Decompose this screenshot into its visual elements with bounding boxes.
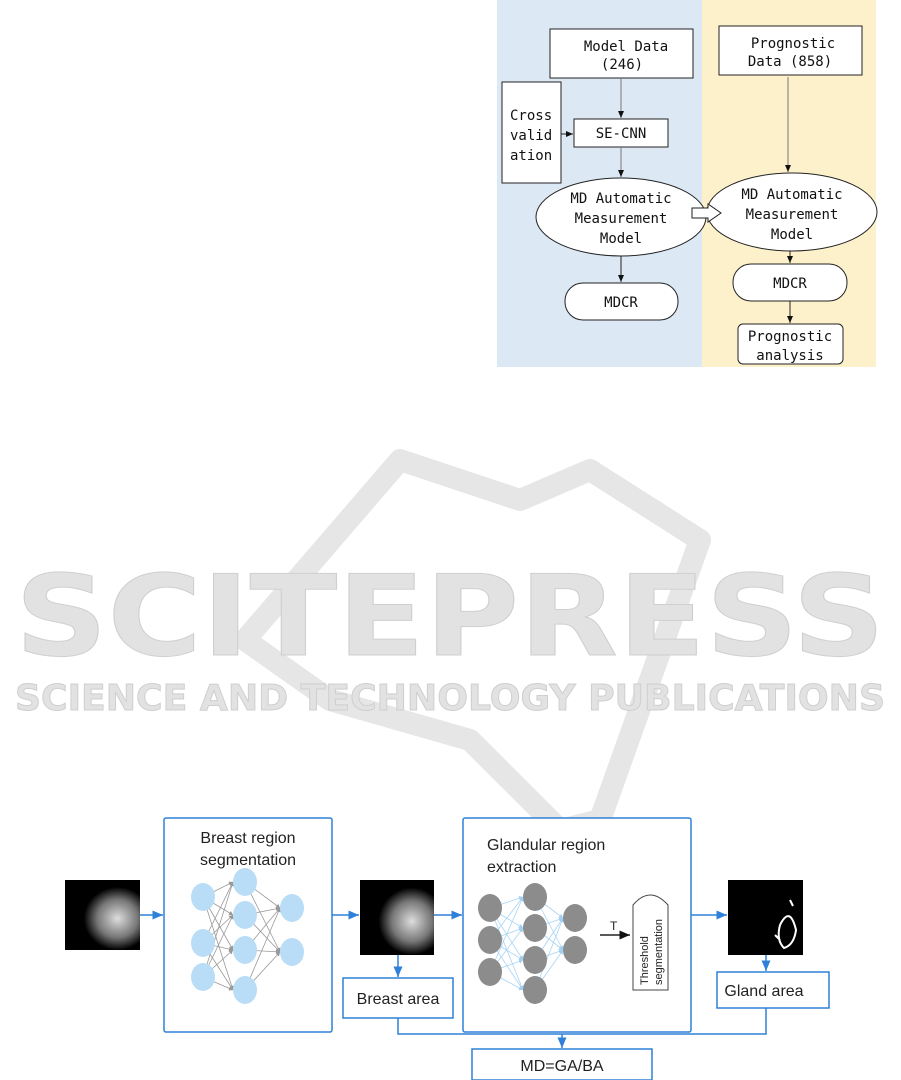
transfer-arrow-icon [691,203,722,223]
svg-text:MD=GA/BA: MD=GA/BA [520,1058,603,1075]
svg-text:Model Data: Model Data [584,39,668,55]
network-node [478,894,502,922]
svg-text:segmentation: segmentation [653,919,665,985]
se-cnn-box: SE-CNN [573,118,669,148]
input-mammogram [65,880,140,950]
neural-network-icon [478,883,587,1004]
svg-text:T: T [610,919,618,933]
model-data-box: Model Data (246) [549,28,694,79]
network-node [191,963,215,991]
network-edge [244,907,281,991]
segmented-mammogram [360,880,434,955]
network-node [280,894,304,922]
network-node [233,868,257,896]
svg-text:MD Automatic: MD Automatic [741,187,842,203]
pipeline-arrows [140,910,771,1048]
svg-text:extraction: extraction [487,859,556,876]
network-edge [202,881,235,978]
svg-text:SE-CNN: SE-CNN [596,126,647,142]
svg-text:(246): (246) [601,57,643,73]
svg-text:Model: Model [600,231,642,247]
network-node [563,936,587,964]
network-node [478,926,502,954]
svg-text:Prognostic: Prognostic [751,36,835,52]
network-node [523,946,547,974]
network-node [233,901,257,929]
md-formula-box: MD=GA/BA [471,1048,653,1080]
prognostic-data-box: Prognostic Data (858) [718,25,863,76]
network-node [523,883,547,911]
svg-text:Gland area: Gland area [724,983,803,1000]
svg-text:Measurement: Measurement [746,207,839,223]
network-node [191,883,215,911]
svg-text:ation: ation [510,148,552,164]
svg-text:MD Automatic: MD Automatic [570,191,671,207]
svg-text:Model: Model [771,227,813,243]
flow-arrows [561,77,793,323]
svg-text:Breast region: Breast region [200,830,295,847]
network-node [191,929,215,957]
mdcr-left-box: MDCR [564,282,679,321]
flowchart-figure: Model Data (246) Prognostic Data (858) C… [497,0,878,367]
svg-text:MDCR: MDCR [604,295,638,311]
network-edge [489,907,524,991]
network-edge [489,896,524,973]
breast-region-segmentation-box: Breast region segmentation [163,817,333,1033]
watermark-title: SCITEPRESS [15,552,885,682]
network-node [478,958,502,986]
gland-mask-image [728,880,803,955]
network-node [523,976,547,1004]
network-node [280,938,304,966]
svg-text:Prognostic: Prognostic [748,329,832,345]
svg-text:analysis: analysis [756,348,823,364]
gland-area-box: Gland area [716,971,830,1009]
watermark-subtitle: SCIENCE AND TECHNOLOGY PUBLICATIONS [15,678,885,719]
prognostic-analysis-box: Prognostic analysis [737,323,844,365]
network-node [563,904,587,932]
md-model-left: MD Automatic Measurement Model [535,177,707,257]
svg-text:Cross: Cross [510,108,552,124]
svg-text:MDCR: MDCR [773,276,807,292]
network-node [523,914,547,942]
md-model-right: MD Automatic Measurement Model [706,172,878,252]
svg-text:Glandular region: Glandular region [487,837,605,854]
cross-validation-box: Cross valid ation [501,81,562,184]
network-node [233,936,257,964]
pipeline-figure: Breast region segmentation Glandular reg… [65,817,830,1080]
svg-text:valid: valid [510,128,552,144]
svg-text:Threshold: Threshold [639,936,651,985]
neural-network-icon [191,868,304,1004]
network-edge [202,896,235,991]
svg-text:Measurement: Measurement [575,211,668,227]
svg-text:Data (858): Data (858) [748,54,832,70]
glandular-region-extraction-box: Glandular region extraction T Threshold … [462,817,692,1033]
watermark-book-icon [234,449,711,841]
breast-area-box: Breast area [342,977,454,1019]
network-node [233,976,257,1004]
svg-text:Breast area: Breast area [357,991,440,1008]
svg-text:segmentation: segmentation [200,852,296,869]
threshold-segmentation-block: Threshold segmentation [632,894,669,991]
mdcr-right-box: MDCR [732,263,848,302]
watermark: SCITEPRESS SCIENCE AND TECHNOLOGY PUBLIC… [15,449,886,841]
